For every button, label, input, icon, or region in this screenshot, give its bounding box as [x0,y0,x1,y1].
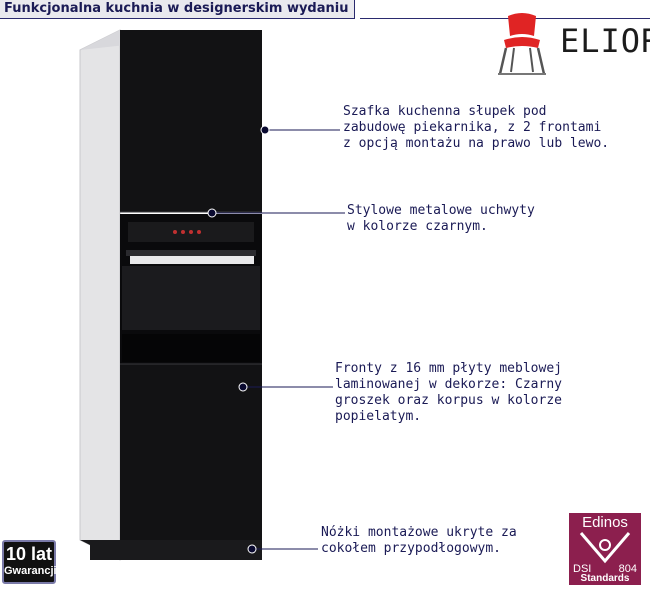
cabinet-plinth [90,540,262,560]
warranty-badge: 10 lat Gwarancji [2,540,57,584]
callout-legs: Nóżki montażowe ukryte za cokołem przypo… [321,525,517,556]
warranty-years: 10 lat [5,544,53,564]
brand-name: ELIOR [560,22,650,60]
oven [120,214,262,364]
page-title: Funkcjonalna kuchnia w designerskim wyda… [0,0,356,19]
callout-handles: Stylowe metalowe uchwyty w kolorze czarn… [347,203,535,234]
edinos-standards: Standards [580,573,630,584]
edinos-badge: Edinos DSI 804 Standards [569,513,641,585]
edinos-name: Edinos [582,514,628,531]
chair-icon [498,13,546,75]
edinos-emblem-icon [579,532,631,564]
callout-cabinet: Szafka kuchenna słupek pod zabudowę piek… [343,104,610,151]
callout-fronts: Fronty z 16 mm płyty meblowej laminowane… [335,361,562,424]
edinos-left: DSI [573,563,592,575]
oven-control-panel [128,222,254,242]
header-divider [360,18,650,19]
warranty-label: Gwarancji [4,565,57,577]
cabinet-upper-front [120,30,262,212]
cabinet-lower-front [120,364,262,540]
cabinet-side-panel [79,29,121,561]
oven-handle [130,256,254,264]
edinos-right: 804 [618,563,637,575]
